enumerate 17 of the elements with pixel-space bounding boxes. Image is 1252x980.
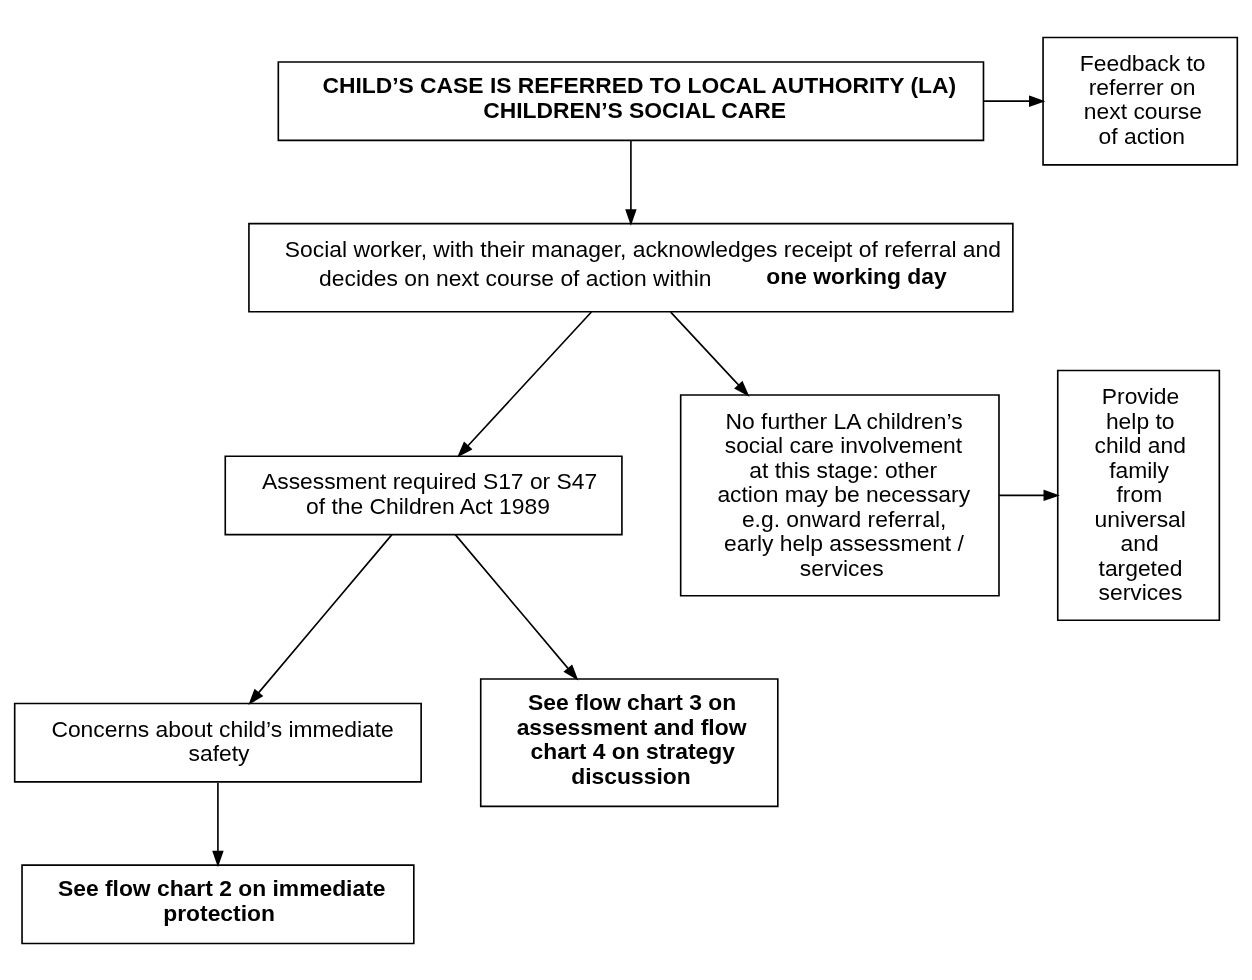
arrow bbox=[669, 310, 750, 397]
node-box: Feedback to referrer on next course of action bbox=[1042, 36, 1239, 166]
arrow bbox=[982, 94, 1046, 107]
node-box: Concerns about child’s immediate safety bbox=[13, 702, 422, 783]
node-box: CHILD’S CASE IS REFERRED TO LOCAL AUTHORITY (LA) CHILDREN’S SOCIAL CARE bbox=[277, 60, 985, 141]
arrow bbox=[625, 139, 637, 226]
arrow bbox=[212, 781, 224, 867]
node-box: No further LA children’s social care involvement at this stage: other action may be necessary e.g. onward referral, early help assessment / services bbox=[679, 393, 1000, 597]
arrow bbox=[457, 310, 593, 457]
arrow bbox=[454, 533, 579, 681]
node-box: Assessment required S17 or S47 of the Children Act 1989 bbox=[224, 454, 623, 535]
arrow bbox=[998, 489, 1060, 501]
arrow bbox=[248, 533, 393, 705]
node-box: See flow chart 3 on assessment and flow chart 4 on strategy discussion bbox=[479, 677, 779, 807]
node-box: Social worker, with their manager, acknowledges receipt of referral and decides on next course of action within one working day bbox=[248, 222, 1014, 313]
node-box: See flow chart 2 on immediate protection bbox=[21, 863, 415, 944]
node-box: Provide help to child and family from universal and targeted services bbox=[1056, 369, 1221, 621]
